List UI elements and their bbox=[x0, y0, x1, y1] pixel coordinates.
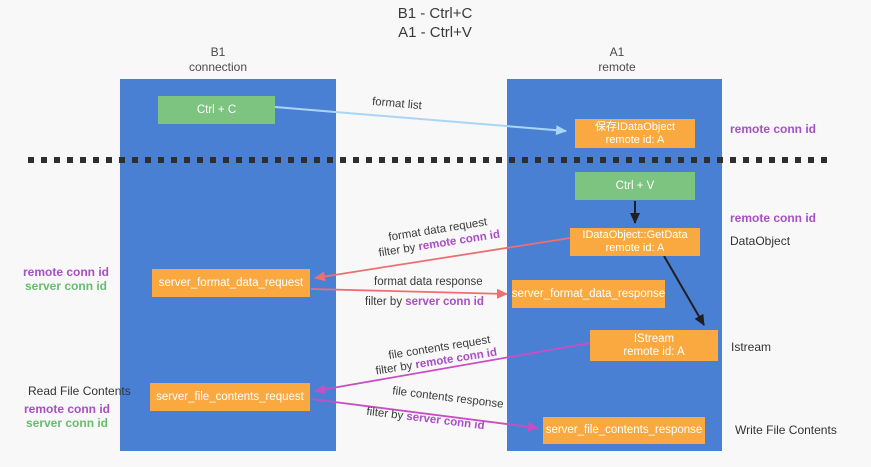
server-file-contents-request-box: server_file_contents_request bbox=[150, 383, 310, 411]
server-file-contents-response-box: server_file_contents_response bbox=[543, 417, 705, 444]
istream-line1: IStream bbox=[633, 332, 675, 345]
title-line-a1: A1 - Ctrl+V bbox=[398, 24, 472, 41]
server-conn-id-key: server conn id bbox=[405, 296, 484, 308]
lifeline-header-b1: B1 connection bbox=[148, 45, 288, 75]
conn-id-pair-mid: remote conn id server conn id bbox=[21, 265, 111, 293]
format-data-response-edge-label: format data response bbox=[374, 276, 483, 288]
dataobject-annotation: DataObject bbox=[730, 234, 791, 248]
diagram-title: B1 - Ctrl+C A1 - Ctrl+V bbox=[300, 4, 570, 42]
ctrl-c-label: Ctrl + C bbox=[196, 103, 237, 116]
getdata-line1: IDataObject::GetData bbox=[582, 229, 688, 241]
lifeline-b1-name: B1 bbox=[210, 45, 226, 59]
conn-id-pair-bottom: remote conn id server conn id bbox=[22, 402, 112, 430]
server-file-contents-response-label: server_file_contents_response bbox=[545, 424, 703, 436]
save-dataobject-box: 保存IDataObject remote id: A bbox=[575, 119, 695, 148]
remote-conn-id-annotation-left2: remote conn id bbox=[23, 402, 110, 416]
lifeline-b1-role: connection bbox=[188, 60, 248, 74]
filter-by-text: filter by bbox=[374, 359, 417, 378]
ctrl-c-action-box: Ctrl + C bbox=[158, 96, 275, 124]
server-format-data-request-label: server_format_data_request bbox=[158, 276, 304, 289]
title-line-b1: B1 - Ctrl+C bbox=[397, 5, 473, 22]
ctrl-v-label: Ctrl + V bbox=[615, 179, 655, 192]
lifeline-a1-role: remote bbox=[598, 60, 636, 74]
save-dataobject-line1: 保存IDataObject bbox=[594, 120, 676, 133]
getdata-line2: remote id: A bbox=[605, 242, 665, 254]
format-data-response-arrow bbox=[310, 288, 508, 299]
format-list-edge-label: format list bbox=[371, 95, 423, 113]
format-data-response-filter-label: filter by server conn id bbox=[365, 296, 484, 308]
remote-conn-id-annotation-top: remote conn id bbox=[730, 122, 817, 136]
server-format-data-request-box: server_format_data_request bbox=[152, 269, 310, 297]
server-format-data-response-box: server_format_data_response bbox=[512, 280, 665, 308]
server-conn-id-annotation-left2: server conn id bbox=[25, 416, 109, 430]
istream-box: IStream remote id: A bbox=[590, 330, 718, 361]
phase-separator-dashed-line bbox=[28, 157, 834, 163]
write-file-contents-annotation: Write File Contents bbox=[735, 423, 837, 437]
filter-by-text: filter by bbox=[377, 241, 420, 260]
file-contents-response-filter-label: filter by server conn id bbox=[366, 406, 485, 432]
server-file-contents-request-label: server_file_contents_request bbox=[156, 390, 304, 403]
istream-line2: remote id: A bbox=[623, 345, 685, 358]
server-conn-id-key: server conn id bbox=[405, 410, 486, 433]
file-contents-response-edge-label: file contents response bbox=[391, 385, 505, 411]
remote-conn-id-annotation-left: remote conn id bbox=[22, 265, 109, 279]
save-dataobject-line2: remote id: A bbox=[605, 133, 665, 146]
filter-by-text: filter by bbox=[365, 296, 406, 308]
istream-annotation: Istream bbox=[731, 340, 772, 354]
lifeline-header-a1: A1 remote bbox=[547, 45, 687, 75]
ctrl-v-action-box: Ctrl + V bbox=[575, 172, 695, 200]
idataobject-getdata-box: IDataObject::GetData remote id: A bbox=[570, 228, 700, 256]
read-file-contents-annotation: Read File Contents bbox=[28, 384, 131, 398]
server-conn-id-annotation-left: server conn id bbox=[24, 279, 108, 293]
server-format-data-response-label: server_format_data_response bbox=[511, 287, 666, 300]
lifeline-a1-name: A1 bbox=[609, 45, 625, 59]
remote-conn-id-annotation-mid: remote conn id bbox=[730, 211, 817, 225]
filter-by-text: filter by bbox=[365, 405, 408, 423]
